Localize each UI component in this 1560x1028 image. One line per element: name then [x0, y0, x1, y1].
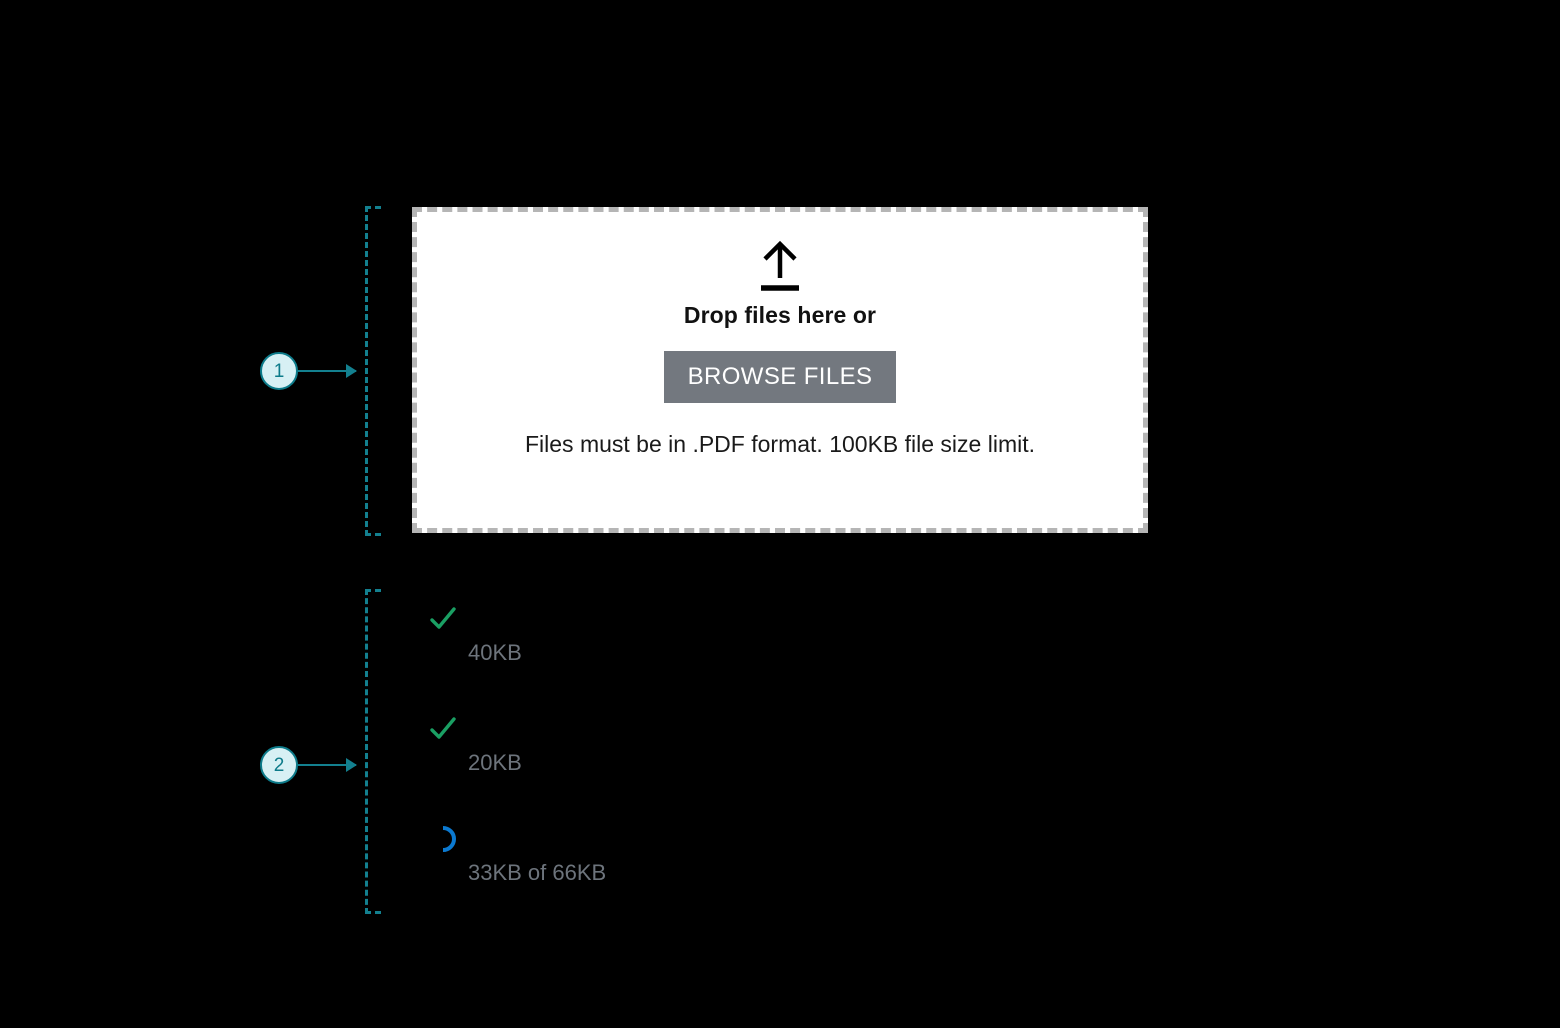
check-icon [428, 714, 458, 744]
check-icon [428, 604, 458, 634]
upload-arrow-icon [752, 238, 808, 294]
list-item[interactable]: 40KB [412, 596, 1112, 706]
annotation-bracket-1 [365, 206, 381, 536]
dropzone-title: Drop files here or [683, 302, 877, 328]
spinner-icon [428, 824, 458, 854]
file-dropzone[interactable]: Drop files here or BROWSE FILES Files mu… [412, 207, 1148, 533]
file-progress: 33KB of 66KB [468, 860, 607, 885]
list-item[interactable]: 20KB [412, 706, 1112, 816]
browse-files-button[interactable]: BROWSE FILES [663, 351, 897, 403]
file-size: 20KB [468, 750, 522, 775]
annotation-arrow-2 [298, 764, 356, 766]
file-size: 40KB [468, 640, 522, 665]
annotation-marker-2: 2 [260, 746, 356, 784]
annotation-number-2: 2 [260, 746, 298, 784]
annotation-marker-1: 1 [260, 352, 356, 390]
annotation-arrow-1 [298, 370, 356, 372]
list-item[interactable]: 33KB of 66KB [412, 816, 1112, 926]
uploaded-file-list: 40KB 20KB 33KB of 66KB [412, 596, 1112, 926]
annotation-bracket-2 [365, 589, 381, 914]
dropzone-help-text: Files must be in .PDF format. 100KB file… [525, 431, 1035, 457]
annotation-number-1: 1 [260, 352, 298, 390]
